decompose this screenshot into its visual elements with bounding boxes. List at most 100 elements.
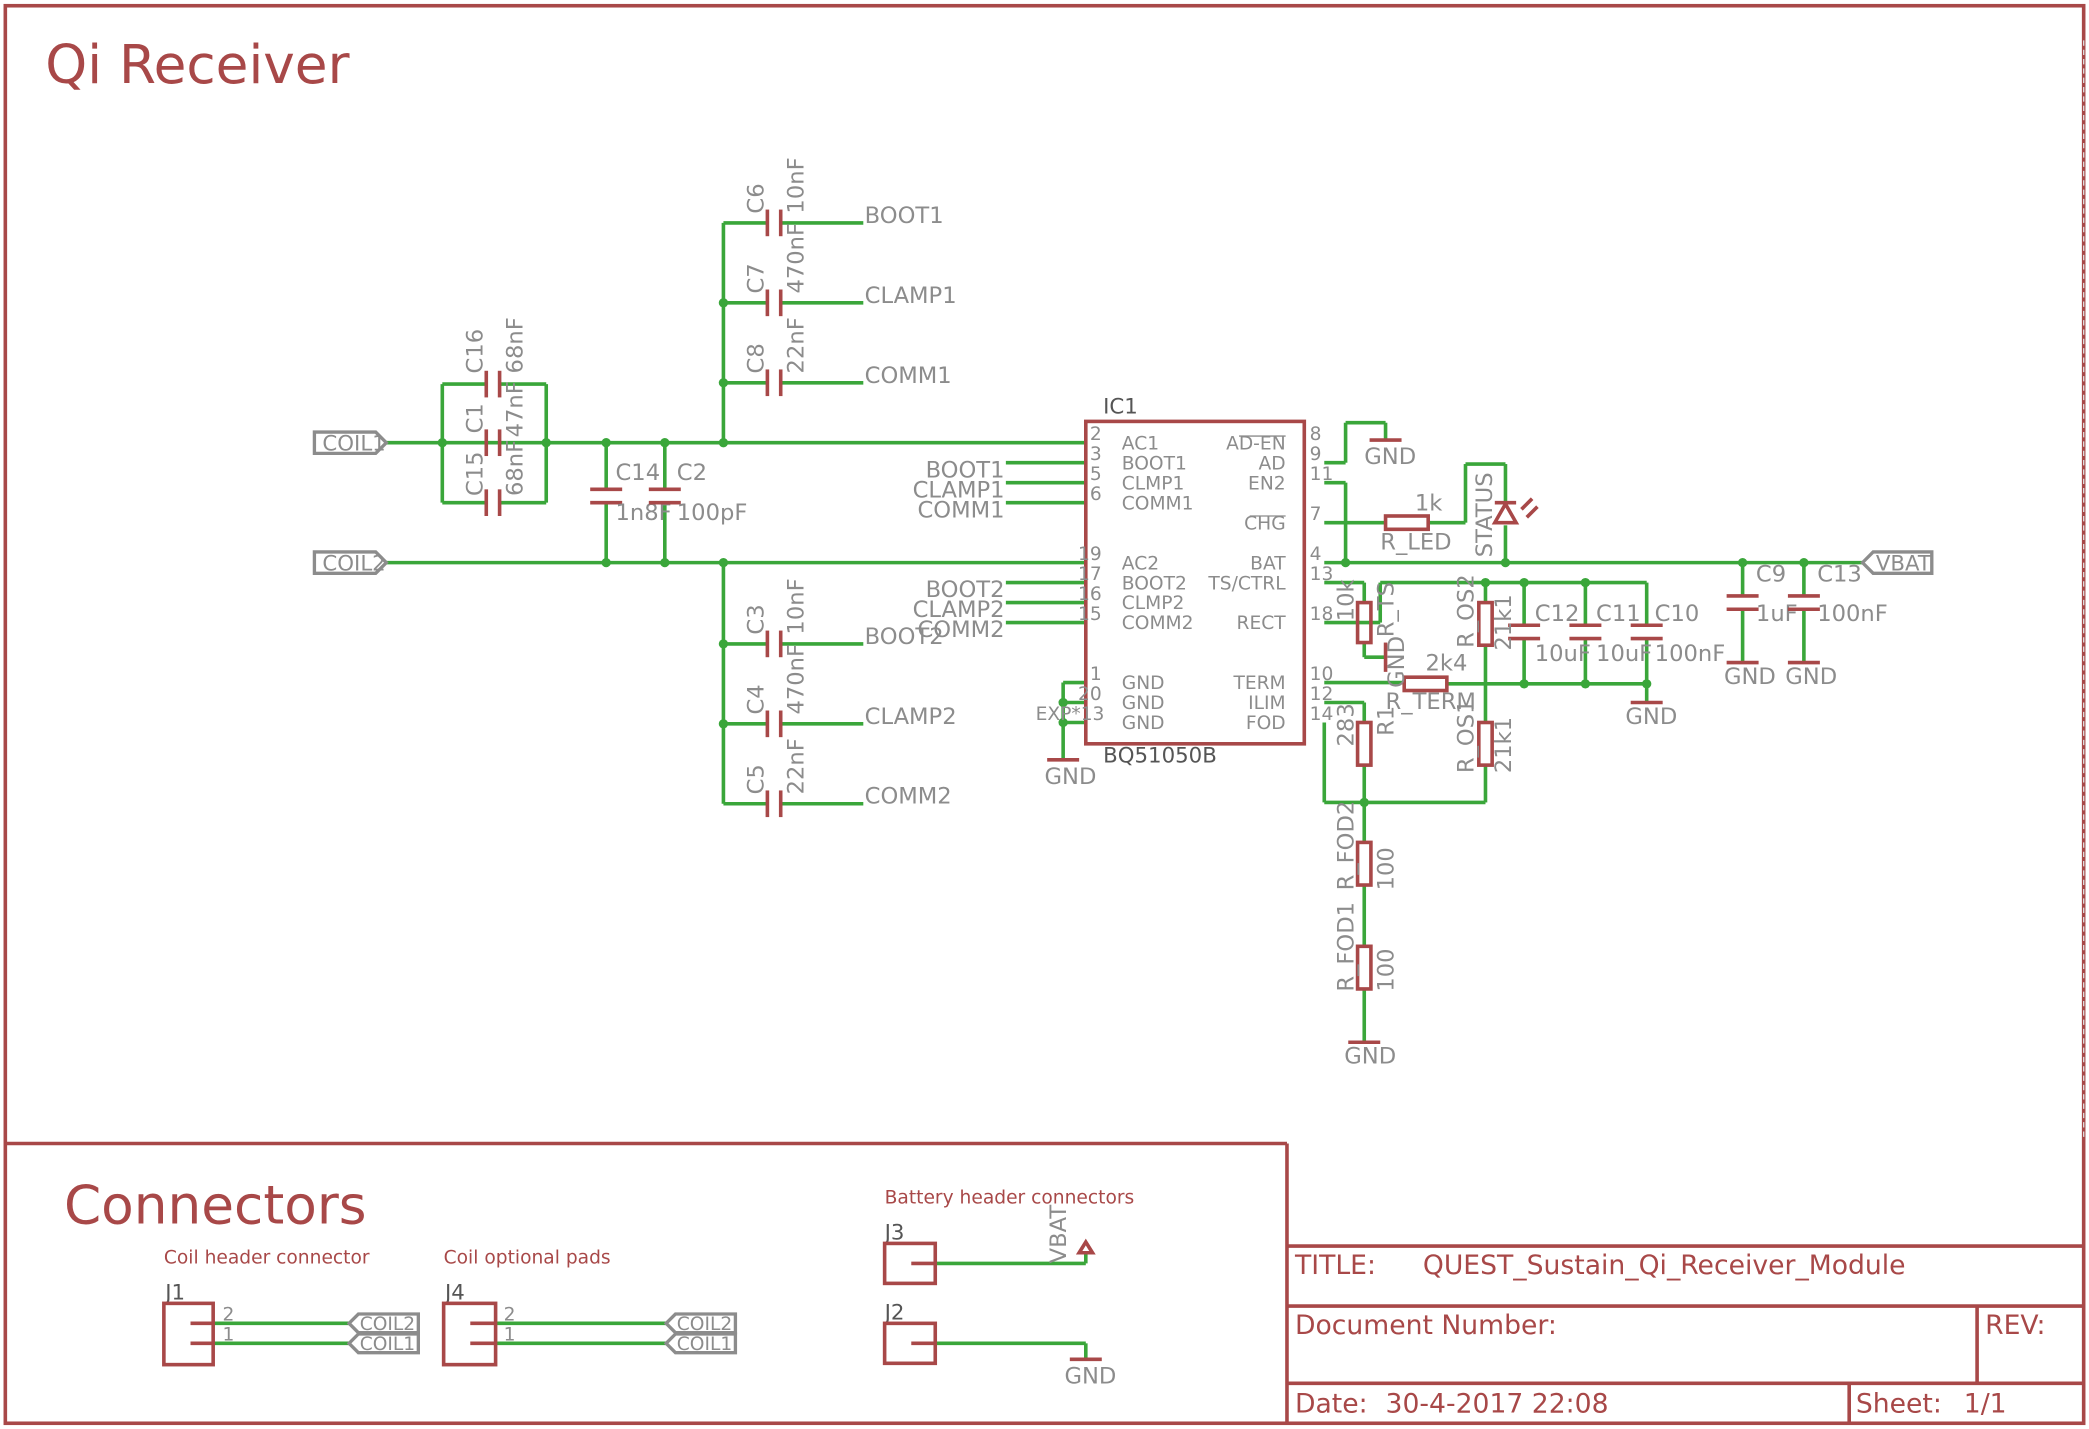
- c13-ref: C13: [1817, 561, 1862, 587]
- ic-pin-num: 11: [1310, 464, 1334, 485]
- capacitor-c9: C9 1uF: [1726, 561, 1798, 627]
- ic-pin-num: 18: [1310, 604, 1334, 625]
- net-comm1-ic: COMM1: [917, 497, 1004, 523]
- ic-pin-num: 14: [1310, 704, 1334, 725]
- net-clamp1-ic: CLAMP1: [913, 477, 1005, 503]
- c10-ref: C10: [1655, 601, 1700, 627]
- net-boot1-cap: BOOT1: [865, 203, 944, 229]
- r-fod2-ref: R_FOD2: [1334, 801, 1360, 891]
- connector-j2: J2: [883, 1300, 938, 1366]
- net-boot1-ic: BOOT1: [926, 457, 1005, 483]
- j1-coil2-label: COIL2: [360, 1314, 415, 1335]
- capacitor-c13: C13 100nF: [1787, 561, 1888, 627]
- c7-value: 470nF: [783, 223, 809, 294]
- r1-value: 283: [1334, 703, 1360, 746]
- resistor-r-fod1: R_FOD1 100: [1334, 902, 1400, 992]
- c3-value: 10nF: [783, 578, 809, 634]
- j4-pin1: 1: [504, 1325, 516, 1346]
- drawing-frame: [3, 3, 2086, 1426]
- gnd-label: GND: [1384, 636, 1410, 688]
- connector-j1: J1 2 1: [162, 1280, 234, 1367]
- c5-value: 22nF: [783, 738, 809, 794]
- led-ref: STATUS: [1472, 472, 1498, 557]
- capacitor-c14: C14 1n8F: [590, 460, 672, 526]
- net-clamp2-cap: CLAMP2: [865, 704, 957, 730]
- net-labels: BOOT1 CLAMP1 COMM1 BOOT2 CLAMP2 COMM2 BO…: [865, 203, 1005, 810]
- c12-ref: C12: [1535, 601, 1580, 627]
- ic-pin-num: 5: [1090, 464, 1102, 485]
- j3-ref: J3: [883, 1220, 905, 1245]
- sheet-value: 1/1: [1964, 1389, 2007, 1420]
- capacitor-c11: C11 10uF: [1569, 601, 1652, 667]
- ic-pin-name: BOOT1: [1122, 453, 1187, 474]
- r-led-value: 1k: [1415, 491, 1443, 517]
- ic-pin-name: AD-EN: [1226, 433, 1286, 454]
- c8-value: 22nF: [783, 317, 809, 373]
- net-comm2-cap: COMM2: [865, 784, 952, 810]
- capacitor-c15: C15 68nF: [462, 440, 528, 516]
- section-title-connectors: Connectors: [64, 1174, 367, 1236]
- status-led: STATUS: [1472, 472, 1539, 557]
- c4-value: 470nF: [783, 644, 809, 715]
- c9-value: 1uF: [1756, 601, 1798, 627]
- resistor-r-fod2: R_FOD2 100: [1334, 801, 1400, 891]
- r-led-ref: R_LED: [1380, 529, 1451, 555]
- ic-pin-name: ILIM: [1248, 693, 1285, 714]
- c6-value: 10nF: [783, 157, 809, 213]
- title-block: TITLE: QUEST_Sustain_Qi_Receiver_Module …: [1294, 1250, 2045, 1420]
- r-fod1-value: 100: [1374, 948, 1400, 991]
- ic-pin-name: GND: [1122, 713, 1165, 734]
- r-os2-value: 21k1: [1491, 594, 1517, 650]
- date-label: Date:: [1295, 1389, 1368, 1420]
- c12-value: 10uF: [1535, 641, 1591, 667]
- ic1-value: BQ51050B: [1103, 743, 1217, 768]
- ic-pin-num: 2: [1090, 424, 1102, 445]
- ic-pin-num: 20: [1078, 684, 1102, 705]
- j4-coil1-label: COIL1: [677, 1334, 732, 1355]
- ic-pin-name: BOOT2: [1122, 573, 1187, 594]
- ic-pin-num: 10: [1310, 664, 1334, 685]
- net-flag-coil2: COIL2: [312, 550, 389, 577]
- coil-header-heading: Coil header connector: [164, 1247, 370, 1268]
- ic-pin-name: COMM1: [1122, 493, 1194, 514]
- coil-pads-heading: Coil optional pads: [444, 1247, 611, 1268]
- net-flag-coil1-j4: COIL1: [663, 1332, 738, 1355]
- ic-pin-num: 7: [1310, 504, 1322, 525]
- ic-pin-name: AD: [1259, 453, 1286, 474]
- junctions: [437, 298, 1809, 808]
- ic-pin-num: 6: [1090, 484, 1102, 505]
- net-clamp1-cap: CLAMP1: [865, 283, 957, 309]
- net-flag-coil1-j1: COIL1: [346, 1332, 420, 1355]
- ic-pin-name: TS/CTRL: [1207, 573, 1286, 594]
- net-clamp2-ic: CLAMP2: [913, 597, 1005, 623]
- title-label: TITLE:: [1294, 1250, 1376, 1281]
- resistor-r1: 283 R1: [1334, 703, 1400, 767]
- r-os1-value: 21k1: [1491, 717, 1517, 773]
- ic-pin-num: 3: [1090, 444, 1102, 465]
- ic-pin-name: CLMP1: [1122, 473, 1185, 494]
- ic-pin-name: AC1: [1122, 433, 1159, 454]
- net-boot2-ic: BOOT2: [926, 577, 1005, 603]
- c4-ref: C4: [743, 684, 769, 714]
- resistor-r-term: 2k4 R_TERM: [1386, 651, 1476, 716]
- capacitor-c12: C12 10uF: [1508, 601, 1591, 667]
- vbat-supply-label: VBAT: [1046, 1205, 1072, 1264]
- r1-ref: R1: [1374, 706, 1400, 736]
- title-value: QUEST_Sustain_Qi_Receiver_Module: [1423, 1250, 1906, 1281]
- net-boot2-cap: BOOT2: [865, 624, 944, 650]
- c10-value: 100nF: [1655, 641, 1726, 667]
- gnd-label: GND: [1064, 1363, 1116, 1389]
- ic-pin-name: EN2: [1248, 473, 1286, 494]
- ic-pin-num: 15: [1078, 604, 1102, 625]
- ic-pin-name: GND: [1122, 693, 1165, 714]
- capacitor-c1: C1 47nF: [462, 381, 528, 457]
- ic-pin-num: 19: [1078, 544, 1102, 565]
- r-fod1-ref: R_FOD1: [1334, 902, 1360, 992]
- c5-ref: C5: [743, 764, 769, 794]
- gnd-symbols: GND GND GND GND GND GND GND GND: [1045, 438, 1837, 1389]
- j1-pin2: 2: [222, 1305, 234, 1326]
- c1-value: 47nF: [502, 381, 528, 437]
- ic-pin-name: CHG: [1244, 513, 1285, 534]
- resistor-r-ts: 10k R_TS: [1334, 578, 1400, 645]
- r-term-ref: R_TERM: [1386, 689, 1476, 715]
